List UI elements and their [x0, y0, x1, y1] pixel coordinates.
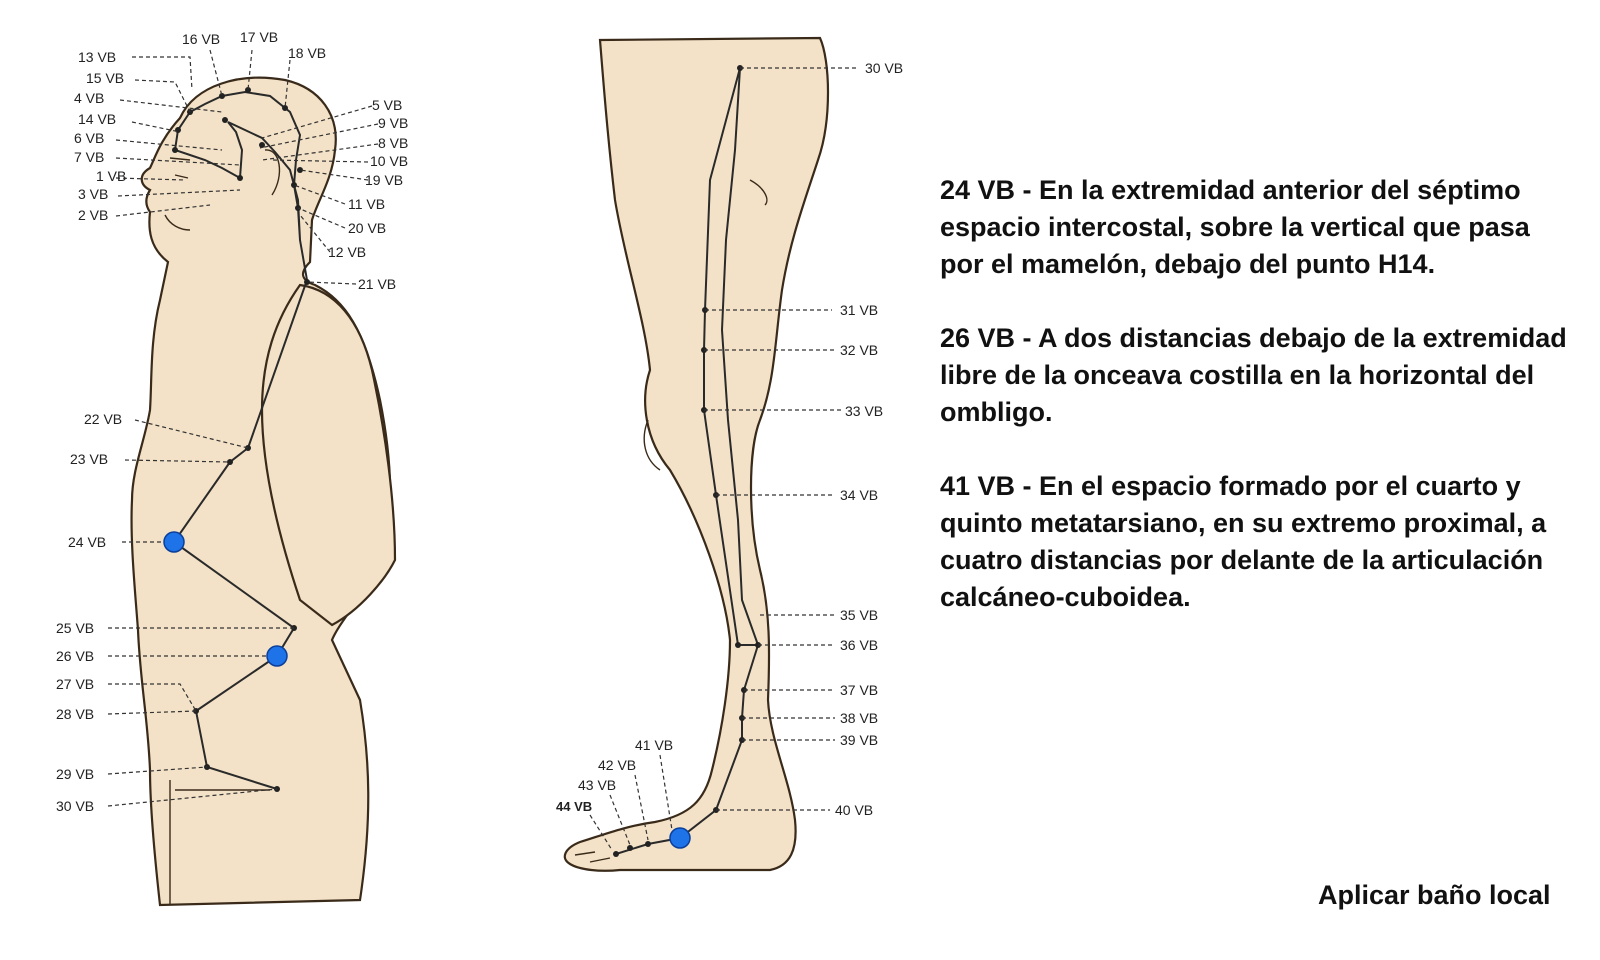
- label-20vb: 20 VB: [348, 220, 386, 236]
- label-36vb: 36 VB: [840, 637, 878, 653]
- ear-detail: [264, 149, 281, 196]
- description-41vb: 41 VB - En el espacio formado por el cua…: [940, 468, 1580, 616]
- torso-meridian-link: [247, 279, 308, 449]
- label-13vb: 13 VB: [78, 49, 116, 65]
- torso-meridian-lower: [172, 447, 296, 790]
- label-11vb: 11 VB: [348, 196, 385, 212]
- arm-silhouette: [260, 283, 397, 627]
- label-22vb: 22 VB: [84, 411, 122, 427]
- description-26vb: 26 VB - A dos distancias debajo de la ex…: [940, 320, 1580, 431]
- mouth-detail: [164, 214, 191, 231]
- label-leg-30vb: 30 VB: [865, 60, 903, 76]
- label-9vb: 9 VB: [378, 115, 408, 131]
- label-14vb: 14 VB: [78, 111, 116, 127]
- label-42vb: 42 VB: [598, 757, 636, 773]
- label-37vb: 37 VB: [840, 682, 878, 698]
- label-44vb: 44 VB: [556, 799, 592, 814]
- label-29vb: 29 VB: [56, 766, 94, 782]
- torso-points: [163, 87, 310, 792]
- label-27vb: 27 VB: [56, 676, 94, 692]
- leg-leader-lines: [589, 67, 858, 851]
- label-1vb: 1 VB: [96, 168, 126, 184]
- label-15vb: 15 VB: [86, 70, 124, 86]
- description-text: - En la extremidad anterior del séptimo …: [940, 175, 1530, 279]
- label-8vb: 8 VB: [378, 135, 408, 151]
- label-4vb: 4 VB: [74, 90, 104, 106]
- label-5vb: 5 VB: [372, 97, 402, 113]
- highlight-26vb: [266, 645, 288, 667]
- label-31vb: 31 VB: [840, 302, 878, 318]
- leg-meridian-inner: [720, 67, 759, 646]
- label-25vb: 25 VB: [56, 620, 94, 636]
- label-16vb: 16 VB: [182, 31, 220, 47]
- label-23vb: 23 VB: [70, 451, 108, 467]
- label-19vb: 19 VB: [365, 172, 403, 188]
- label-28vb: 28 VB: [56, 706, 94, 722]
- torso-leader-lines: [107, 49, 379, 807]
- description-code: 24 VB: [940, 175, 1016, 205]
- label-26vb: 26 VB: [56, 648, 94, 664]
- torso-silhouette: [130, 76, 392, 907]
- label-21vb: 21 VB: [358, 276, 396, 292]
- calf-detail: [643, 419, 661, 471]
- description-24vb: 24 VB - En la extremidad anterior del sé…: [940, 172, 1580, 283]
- label-34vb: 34 VB: [840, 487, 878, 503]
- label-18vb: 18 VB: [288, 45, 326, 61]
- leg-figure: 30 VB 31 VB 32 VB 33 VB 34 VB 35 VB 36 V…: [556, 36, 903, 872]
- torso-labels: 13 VB 15 VB 4 VB 14 VB 6 VB 7 VB 1 VB 3 …: [56, 29, 408, 814]
- description-text: - En el espacio formado por el cuarto y …: [940, 471, 1547, 612]
- toe-detail: [574, 851, 611, 863]
- label-10vb: 10 VB: [370, 153, 408, 169]
- knee-detail: [749, 179, 768, 206]
- label-40vb: 40 VB: [835, 802, 873, 818]
- hip-detail: [169, 780, 270, 905]
- treatment-note: Aplicar baño local: [1318, 880, 1551, 910]
- leg-silhouette: [563, 36, 830, 872]
- highlight-24vb: [163, 531, 185, 553]
- label-2vb: 2 VB: [78, 207, 108, 223]
- label-6vb: 6 VB: [74, 130, 104, 146]
- label-30vb: 30 VB: [56, 798, 94, 814]
- label-41vb: 41 VB: [635, 737, 673, 753]
- label-39vb: 39 VB: [840, 732, 878, 748]
- label-3vb: 3 VB: [78, 186, 108, 202]
- face-detail: [169, 157, 191, 179]
- label-32vb: 32 VB: [840, 342, 878, 358]
- label-12vb: 12 VB: [328, 244, 366, 260]
- label-33vb: 33 VB: [845, 403, 883, 419]
- torso-figure: 13 VB 15 VB 4 VB 14 VB 6 VB 7 VB 1 VB 3 …: [56, 29, 408, 907]
- description-code: 26 VB: [940, 323, 1016, 353]
- description-code: 41 VB: [940, 471, 1016, 501]
- label-24vb: 24 VB: [68, 534, 106, 550]
- label-17vb: 17 VB: [240, 29, 278, 45]
- label-7vb: 7 VB: [74, 149, 104, 165]
- leg-labels: 30 VB 31 VB 32 VB 33 VB 34 VB 35 VB 36 V…: [556, 60, 903, 818]
- highlight-41vb: [669, 827, 691, 849]
- description-text: - A dos distancias debajo de la extremid…: [940, 323, 1567, 427]
- label-43vb: 43 VB: [578, 777, 616, 793]
- label-38vb: 38 VB: [840, 710, 878, 726]
- label-35vb: 35 VB: [840, 607, 878, 623]
